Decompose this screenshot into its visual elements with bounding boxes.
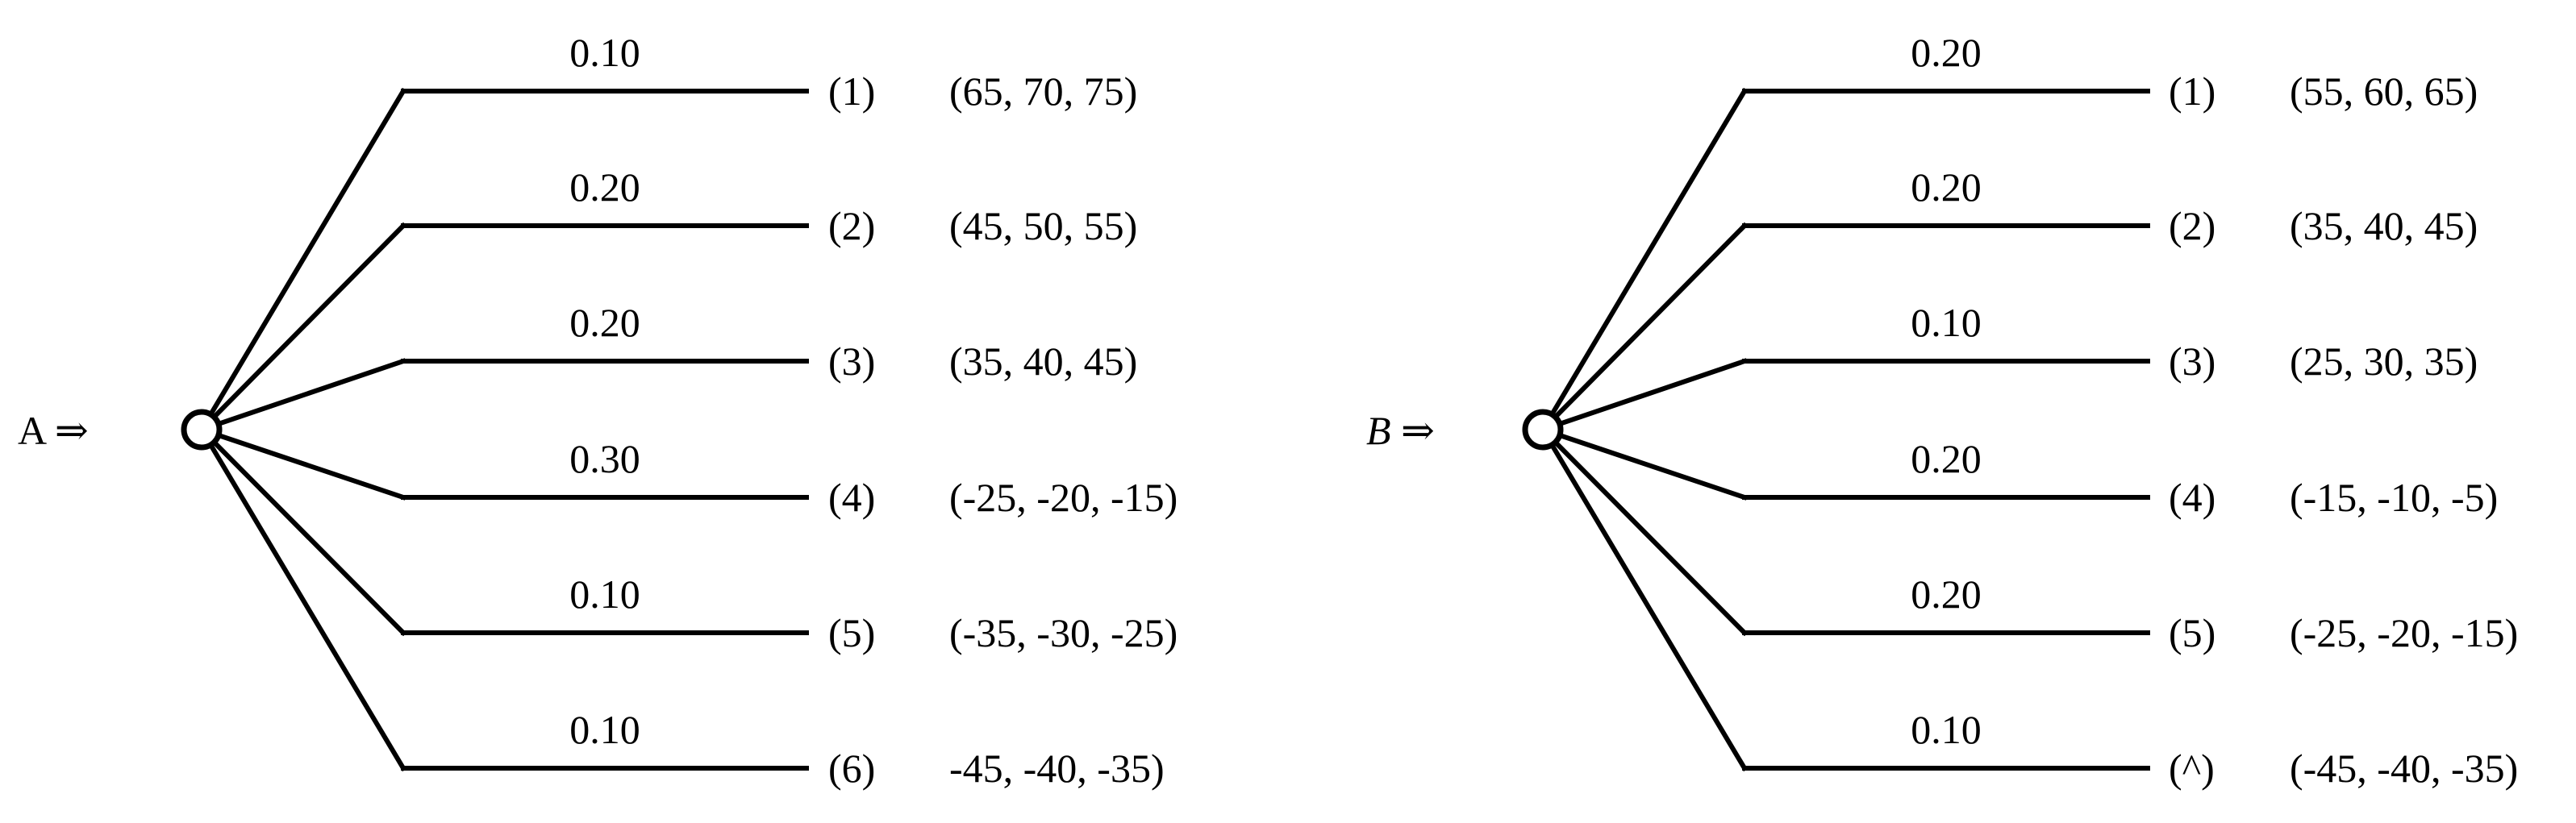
chance-node: [181, 409, 223, 451]
branch-payoff: (-15, -10, -5): [2290, 475, 2498, 520]
branch-probability: 0.10: [1911, 300, 1982, 345]
branch: 0.10 (3) (25, 30, 35): [1540, 300, 2478, 433]
branch-diagonal-line: [198, 358, 406, 433]
branch-probability: 0.20: [1911, 436, 1982, 481]
branch-payoff: -45, -40, -35): [949, 746, 1165, 791]
branch-payoff: (25, 30, 35): [2290, 339, 2478, 384]
branch-probability: 0.10: [569, 30, 640, 75]
branch-payoff: (-45, -40, -35): [2290, 746, 2518, 791]
branch-diagonal-line: [198, 426, 407, 772]
branch-diagonal-line: [1540, 426, 1748, 501]
branch: 0.10 (5) (-35, -30, -25): [198, 426, 1178, 655]
branch-probability: 0.10: [569, 707, 640, 752]
branch-index: (3): [828, 339, 875, 384]
branch: 0.20 (3) (35, 40, 45): [198, 300, 1137, 433]
branch-payoff: (45, 50, 55): [949, 203, 1137, 248]
branch-index: (^): [2169, 746, 2215, 791]
branch-index: (1): [2169, 69, 2215, 114]
branch: 0.20 (5) (-25, -20, -15): [1539, 426, 2518, 655]
branch-probability: 0.20: [569, 300, 640, 345]
branch: 0.20 (1) (55, 60, 65): [1539, 30, 2478, 434]
branch: 0.20 (4) (-15, -10, -5): [1540, 426, 2498, 520]
tree-a: A ⇒ 0.10 (1) (65, 70, 75) 0.20 (2) (45, 50, 55…: [18, 30, 1178, 791]
branch-diagonal-line: [1539, 222, 1749, 434]
branch-index: (4): [828, 475, 875, 520]
branch-diagonal-line: [198, 426, 406, 501]
branch-index: (6): [828, 746, 875, 791]
branch-probability: 0.30: [569, 436, 640, 481]
branch-index: (5): [828, 610, 875, 655]
branch-payoff: (55, 60, 65): [2290, 69, 2478, 114]
branch-index: (2): [2169, 203, 2215, 248]
branch-payoff: (35, 40, 45): [2290, 203, 2478, 248]
branch-index: (3): [2169, 339, 2215, 384]
branch-diagonal-line: [1539, 87, 1749, 434]
branch-diagonal-line: [198, 426, 407, 637]
branch: 0.20 (2) (35, 40, 45): [1539, 164, 2478, 434]
branch-payoff: (35, 40, 45): [949, 339, 1137, 384]
tree-b: B ⇒ 0.20 (1) (55, 60, 65) 0.20 (2) (35, 40, 45…: [1366, 30, 2518, 791]
branch: 0.10 (^) (-45, -40, -35): [1539, 426, 2518, 791]
branch: 0.20 (2) (45, 50, 55): [198, 164, 1137, 434]
branch: 0.10 (1) (65, 70, 75): [198, 30, 1137, 434]
trees-layer: A ⇒ 0.10 (1) (65, 70, 75) 0.20 (2) (45, 50, 55…: [18, 30, 2518, 791]
branch: 0.10 (6) -45, -40, -35): [198, 426, 1165, 791]
branch-payoff: (65, 70, 75): [949, 69, 1137, 114]
branch-payoff: (-35, -30, -25): [949, 610, 1178, 655]
chance-node: [1522, 409, 1564, 451]
branch-index: (1): [828, 69, 875, 114]
tree-label: B ⇒: [1366, 408, 1435, 453]
branch-diagonal-line: [198, 87, 407, 434]
branch-diagonal-line: [1539, 426, 1749, 637]
branch-probability: 0.10: [1911, 707, 1982, 752]
branch-probability: 0.20: [569, 164, 640, 210]
branch-diagonal-line: [1539, 426, 1749, 772]
branch-diagonal-line: [1540, 358, 1748, 433]
branch-payoff: (-25, -20, -15): [2290, 610, 2518, 655]
tree-label: A ⇒: [18, 408, 89, 453]
branch-probability: 0.20: [1911, 30, 1982, 75]
branch-index: (2): [828, 203, 875, 248]
branch-index: (4): [2169, 475, 2215, 520]
branch: 0.30 (4) (-25, -20, -15): [198, 426, 1178, 520]
branch-diagonal-line: [198, 222, 407, 434]
branch-payoff: (-25, -20, -15): [949, 475, 1178, 520]
branch-probability: 0.20: [1911, 164, 1982, 210]
branch-probability: 0.10: [569, 572, 640, 617]
branch-index: (5): [2169, 610, 2215, 655]
branch-probability: 0.20: [1911, 572, 1982, 617]
